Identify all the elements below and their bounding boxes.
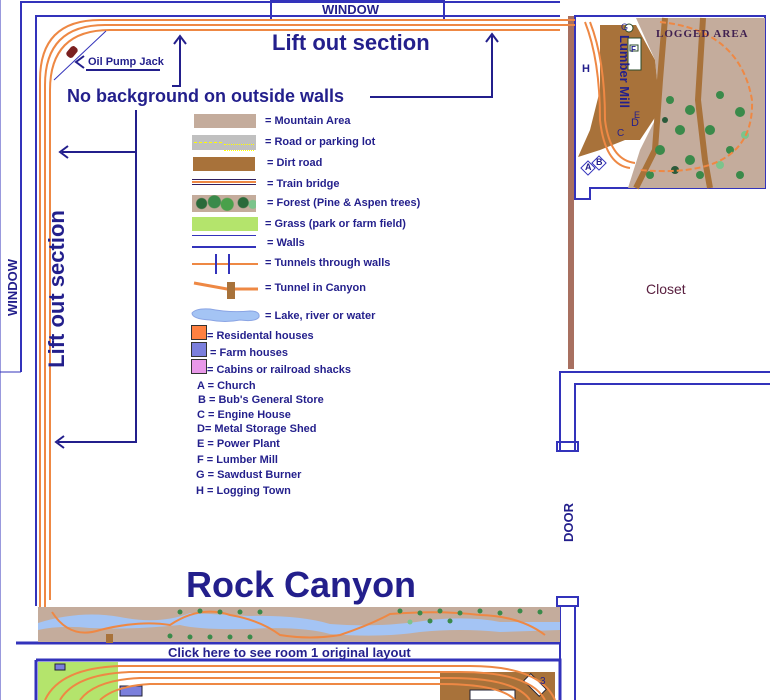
lift-out-label-top: Lift out section: [272, 30, 430, 55]
legend-label: = Lake, river or water: [265, 310, 376, 322]
letter-g: G: [621, 22, 629, 32]
tunnel-through-wall-swatch: [192, 254, 258, 274]
legend-label: = Grass (park or farm field): [265, 218, 406, 230]
key-letter: B = Bub's General Store: [198, 394, 324, 406]
lift-out-label-left: Lift out section: [43, 210, 69, 368]
legend-label: = Dirt road: [267, 157, 323, 169]
door-label: DOOR: [561, 503, 576, 542]
legend-label: = Farm houses: [210, 347, 288, 359]
bench-strip: [568, 16, 574, 369]
door-jamb-bottom: [556, 596, 579, 607]
outer-wall: [20, 1, 560, 372]
oil-pump-jack-label: Oil Pump Jack: [88, 56, 164, 68]
no-background-note: No background on outside walls: [67, 86, 345, 106]
letter-h: H: [582, 63, 590, 75]
key-letter: A = Church: [197, 380, 256, 392]
logged-area-label: LOGGED AREA: [656, 28, 749, 40]
legend-label: = Residental houses: [207, 330, 314, 342]
letter-d: D: [631, 117, 639, 129]
tunnel-in-canyon-swatch: [193, 281, 258, 299]
annotation-arrows: [54, 32, 499, 449]
window-label-top: WINDOW: [322, 2, 380, 17]
legend-label: = Walls: [267, 237, 305, 249]
legend-label: = Road or parking lot: [265, 136, 376, 148]
rock-canyon-scene: [38, 607, 560, 643]
logging-area-wall: [574, 15, 766, 200]
letter-3: 3: [540, 676, 546, 687]
key-letter: H = Logging Town: [196, 485, 291, 497]
lift-out-cut-line: [53, 30, 107, 81]
letter-f: F: [631, 45, 636, 54]
layout-title: Rock Canyon: [186, 564, 417, 605]
closet-wall-outer: [559, 371, 770, 450]
legend-label: = Cabins or railroad shacks: [207, 364, 351, 376]
cabin-swatch: [191, 359, 207, 374]
legend-label: = Tunnels through walls: [265, 257, 391, 269]
mountain-swatch: [194, 114, 256, 128]
closet-label: Closet: [646, 281, 686, 297]
key-letter: G = Sawdust Burner: [196, 469, 302, 481]
dirt-road-swatch: [193, 157, 255, 171]
grass-swatch: [192, 217, 258, 231]
forest-swatch: [192, 195, 256, 212]
legend-label: = Tunnel in Canyon: [265, 282, 366, 294]
oil-pump-jack-icon: [66, 46, 78, 58]
road-swatch: [192, 135, 256, 151]
residential-swatch: [191, 325, 207, 340]
legend-label: = Forest (Pine & Aspen trees): [267, 197, 421, 209]
key-letter: C = Engine House: [197, 409, 291, 421]
key-letter: D= Metal Storage Shed: [197, 423, 317, 435]
logging-area: [578, 17, 765, 190]
farm-house-swatch: [191, 342, 207, 357]
key-letter: F = Lumber Mill: [197, 454, 278, 466]
letter-a: A: [585, 162, 592, 172]
inner-wall: [35, 15, 560, 606]
legend-label: = Train bridge: [267, 178, 340, 190]
door-jamb-top: [556, 441, 579, 452]
room-1-preview: [38, 662, 556, 700]
letter-e: E: [634, 110, 641, 120]
legend-label: = Mountain Area: [265, 115, 351, 127]
train-bridge-swatch: [192, 179, 256, 185]
perimeter-tracks: [39, 19, 575, 640]
water-swatch: [191, 308, 260, 322]
key-letter: E = Power Plant: [197, 438, 280, 450]
lumber-mill-label: Lumber Mill: [616, 35, 632, 108]
letter-b: B: [596, 157, 603, 167]
room-1-layout-link[interactable]: Click here to see room 1 original layout: [168, 645, 411, 660]
closet-wall-inner: [574, 383, 770, 450]
letter-c: C: [617, 128, 625, 139]
walls-swatch: [192, 235, 256, 248]
window-label-left: WINDOW: [5, 258, 21, 317]
